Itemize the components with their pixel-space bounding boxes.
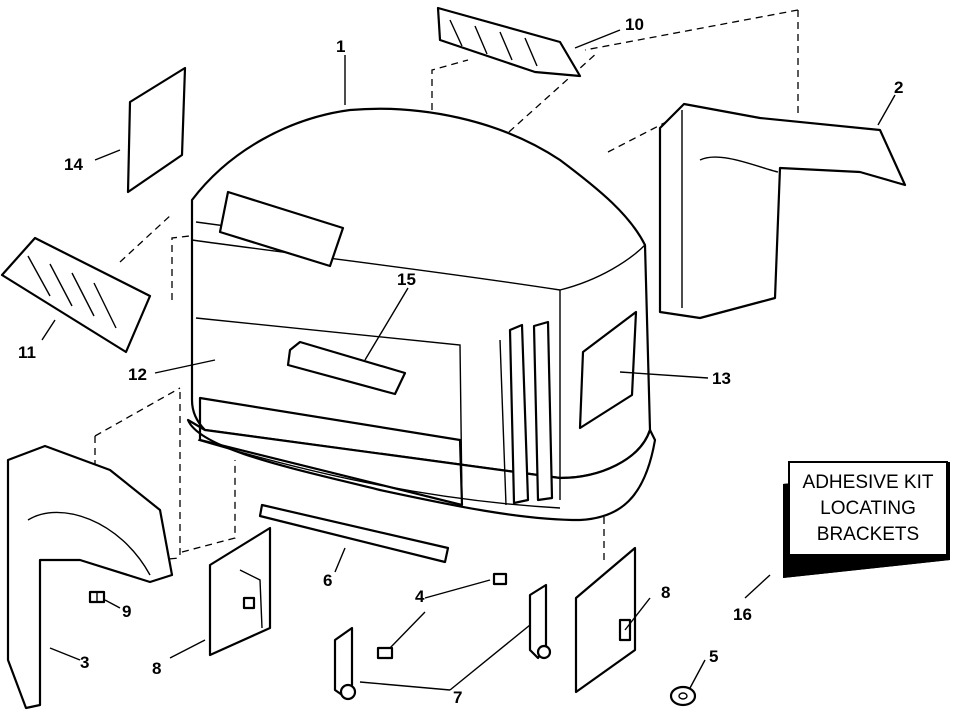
- lower-cover-3-part: [6, 444, 174, 710]
- rear-cover-2-part: [658, 102, 907, 320]
- kit-line-3: BRACKETS: [817, 524, 919, 545]
- vent-grille-10-part: [436, 6, 582, 78]
- kit-line-1: ADHESIVE KIT: [803, 472, 934, 493]
- decal-13-part: [578, 310, 638, 430]
- adhesive-kit-box: ADHESIVE KIT LOCATING BRACKETS: [783, 461, 950, 578]
- rubber-strip-6-part: [258, 503, 450, 564]
- decal-14-part: [126, 66, 187, 194]
- bracket-8-left-part: [208, 526, 272, 657]
- callout-9: 9: [122, 602, 131, 621]
- side-grille-11-part: [0, 236, 152, 354]
- callout-1: 1: [336, 37, 345, 56]
- callout-7: 7: [453, 688, 462, 707]
- callout-8-left: 8: [152, 659, 161, 678]
- callout-5: 5: [709, 647, 718, 666]
- callout-13: 13: [712, 369, 731, 388]
- brackets-7-part: [333, 583, 552, 701]
- callout-6: 6: [323, 571, 332, 590]
- callout-4: 4: [415, 587, 425, 606]
- callout-15: 15: [397, 270, 416, 289]
- callout-numbers: 1 2 3 4 5 6 7 8 8 9 10 11 12 13 14 15 16: [18, 15, 903, 707]
- callout-8-right: 8: [661, 583, 670, 602]
- grommet-5-part: [669, 685, 697, 707]
- bracket-8-right-part: [574, 546, 637, 694]
- decal-15-part: [286, 340, 407, 396]
- callout-10: 10: [625, 15, 644, 34]
- callout-3: 3: [80, 653, 89, 672]
- kit-line-2: LOCATING: [820, 498, 916, 519]
- callout-12: 12: [128, 365, 147, 384]
- callout-2: 2: [894, 78, 903, 97]
- engine-cowl-part: [186, 107, 657, 522]
- callout-14: 14: [64, 155, 83, 174]
- screws-4-part: [376, 572, 508, 660]
- callout-11: 11: [18, 343, 36, 362]
- callout-16: 16: [733, 605, 752, 624]
- leader-lines: [41, 29, 896, 691]
- screw-9-part: [88, 590, 106, 604]
